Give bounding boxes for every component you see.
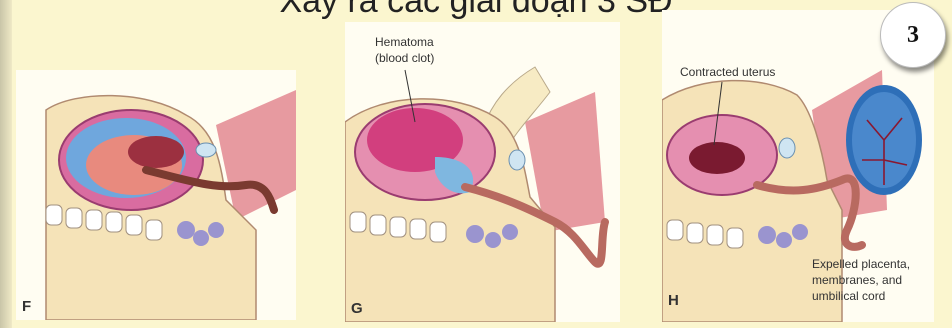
illustration-panel-g: Hematoma (blood clot) G: [345, 22, 620, 322]
expelled-placenta-label-line1: Expelled placenta,: [812, 256, 910, 272]
panel-letter: G: [351, 300, 363, 317]
panel-letter: H: [668, 292, 679, 309]
illustration-f: [16, 70, 296, 320]
contracted-uterus-label: Contracted uterus: [680, 64, 775, 80]
illustration-panel-f: F: [16, 70, 296, 320]
panel-letter: F: [22, 298, 31, 315]
hematoma-label-line1: Hematoma: [375, 34, 434, 50]
expelled-placenta-label-line3: umbilical cord: [812, 288, 885, 304]
slide-edge: [0, 0, 12, 328]
hematoma-label-line2: (blood clot): [375, 50, 434, 66]
illustration-g: [345, 22, 620, 322]
expelled-placenta-label-line2: membranes, and: [812, 272, 902, 288]
slide-number-badge: 3: [880, 2, 946, 68]
